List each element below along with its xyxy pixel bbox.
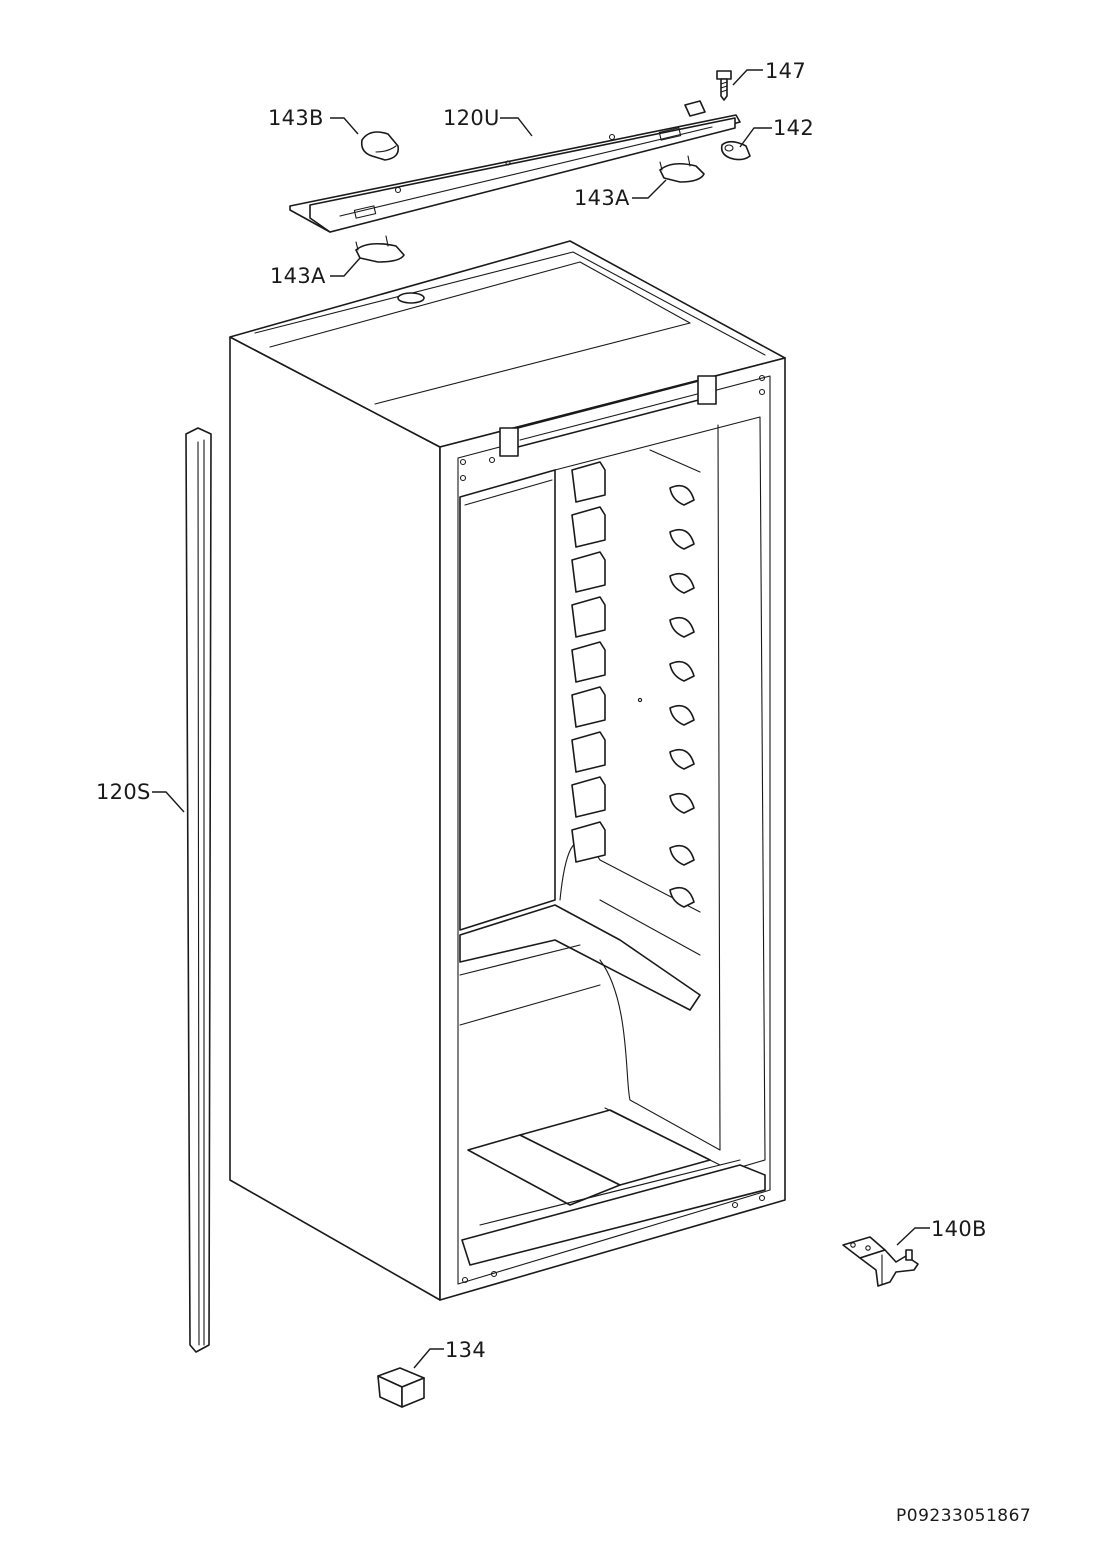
shelf-support-column: [571, 461, 606, 863]
document-id: P09233051867: [896, 1506, 1031, 1526]
cover-143b: [360, 131, 400, 161]
callout-143a-lower: 143A: [270, 257, 361, 288]
callout-143b: 143B: [268, 106, 359, 135]
callout-134: 134: [413, 1338, 486, 1369]
cap-142: [720, 140, 751, 161]
hinge-cover-143a-upper: [659, 155, 705, 183]
callout-147: 147: [732, 59, 806, 86]
shelf-clip-column: [669, 484, 695, 908]
callout-label-142: 142: [773, 116, 814, 140]
refrigerator-cabinet: [229, 240, 786, 1301]
callout-142: 142: [739, 116, 814, 148]
callout-label-140b: 140B: [931, 1217, 987, 1241]
callout-120u: 120U: [443, 106, 533, 137]
callout-label-143a-upper: 143A: [574, 186, 630, 210]
callout-143a-upper: 143A: [574, 179, 667, 210]
foot-block-134: [377, 1367, 425, 1408]
callout-120s: 120S: [96, 780, 185, 813]
hinge-cover-143a-lower: [355, 235, 405, 263]
callout-label-134: 134: [445, 1338, 486, 1362]
callout-label-143a-lower: 143A: [270, 264, 326, 288]
upper-bracket-120u: [289, 100, 741, 233]
side-strip-120s: [185, 427, 212, 1353]
callout-label-120u: 120U: [443, 106, 500, 130]
callout-140b: 140B: [896, 1217, 987, 1246]
callout-label-120s: 120S: [96, 780, 151, 804]
screw-147: [716, 70, 732, 101]
callout-label-147: 147: [765, 59, 806, 83]
hinge-140b: [842, 1236, 919, 1287]
callout-label-143b: 143B: [268, 106, 324, 130]
